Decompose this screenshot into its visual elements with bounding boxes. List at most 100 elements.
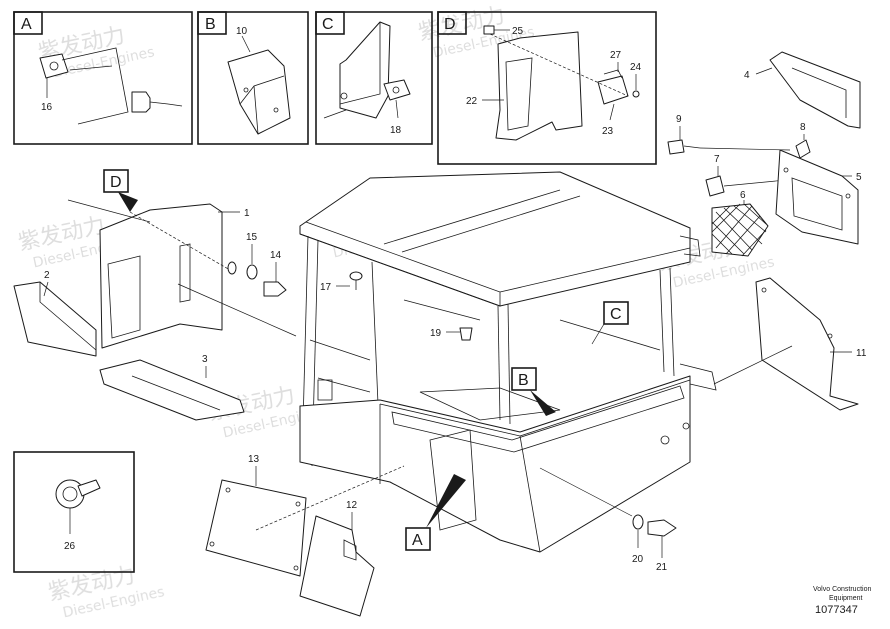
cover-part <box>299 515 375 617</box>
panel-part <box>775 149 859 245</box>
part-number-9: 9 <box>676 114 682 125</box>
part-number-3: 3 <box>202 354 208 365</box>
detail-box-b: B 10 <box>197 11 309 145</box>
plate-hole <box>209 541 215 547</box>
axis-line <box>69 65 113 71</box>
callout-frame <box>103 169 129 193</box>
bolt-head <box>62 486 78 502</box>
bracket-edge <box>339 22 381 105</box>
latch-part <box>597 75 629 105</box>
mirror-bracket <box>679 363 717 391</box>
roof-edge <box>299 221 501 307</box>
footer: Volvo Construction Equipment 1077347 <box>813 586 871 616</box>
part-17-screw: 17 <box>320 271 363 293</box>
part-3-duct: 3 <box>99 354 245 421</box>
cab-pillar <box>669 267 675 377</box>
mesh-grid <box>711 203 767 257</box>
cover-part <box>227 49 291 135</box>
roof-edge <box>499 247 691 293</box>
detail-frame <box>13 11 193 145</box>
cab-assembly <box>299 171 717 553</box>
detail-frame <box>13 451 135 573</box>
detail-frame <box>315 11 433 145</box>
callout-letter-d: D <box>110 174 122 191</box>
cover-slot <box>343 539 357 561</box>
brand-line-1: Volvo Construction <box>813 586 871 593</box>
cab-pillar <box>659 269 665 373</box>
part-12-cover: 12 <box>299 500 375 617</box>
rear-rail <box>403 299 481 321</box>
detail-box-d: D 25 22 23 27 24 <box>437 11 657 165</box>
panel-hole <box>761 287 767 293</box>
part-number-22: 22 <box>466 96 478 107</box>
cover-hole <box>243 87 249 93</box>
callout-a: A <box>405 474 466 551</box>
axis-line <box>323 109 347 119</box>
part-19-plug: 19 <box>430 327 473 341</box>
fasteners-20-21: 20 21 <box>539 467 677 573</box>
part-number-14: 14 <box>270 250 282 261</box>
screw-part <box>263 281 287 297</box>
callout-d: D <box>103 169 138 212</box>
fasteners-14-15: 15 14 <box>227 232 287 297</box>
front-rail <box>559 319 661 351</box>
part-number-5: 5 <box>856 172 862 183</box>
cap-part <box>795 139 811 159</box>
body-edge <box>519 435 541 553</box>
axis-line <box>255 465 405 531</box>
axis-line <box>167 103 183 107</box>
axis-line <box>699 147 791 151</box>
callout-letter-c: C <box>610 306 622 323</box>
roof-seam <box>383 189 561 245</box>
clip-hole <box>49 61 59 71</box>
cab-lower-body <box>299 375 691 553</box>
callout-arrow <box>530 390 556 416</box>
axis-line <box>539 467 633 517</box>
detail-label-frame <box>437 11 467 35</box>
screw-part <box>349 271 363 281</box>
detail-letter-c: C <box>322 16 334 33</box>
side-rail <box>309 339 371 361</box>
panel-hole <box>783 167 789 173</box>
bracket-part <box>339 21 391 119</box>
roof-seam <box>401 195 581 253</box>
panel-recess <box>791 177 843 231</box>
detail-label-frame <box>13 11 43 35</box>
part-number-4: 4 <box>744 70 750 81</box>
flange-bolt-part <box>55 479 85 509</box>
bolt-part <box>647 519 677 537</box>
dash-frame <box>391 385 685 453</box>
body-edge <box>379 379 691 437</box>
light-bracket <box>679 235 701 257</box>
callout-arrow <box>426 474 466 528</box>
cover-crease <box>253 85 259 135</box>
panel-edge <box>61 47 129 125</box>
panel-recess <box>107 255 141 339</box>
axis-line <box>723 179 787 187</box>
detail-frame <box>437 11 657 165</box>
part-number-7: 7 <box>714 154 720 165</box>
washer-part <box>227 261 237 275</box>
part-number-17: 17 <box>320 282 332 293</box>
lamp-part <box>667 139 685 155</box>
body-hole <box>682 422 690 430</box>
plate-hole <box>225 487 231 493</box>
callout-letter-b: B <box>518 372 529 389</box>
brand-line-2: Equipment <box>829 595 863 602</box>
leader-10 <box>241 35 251 53</box>
part-number-25: 25 <box>512 26 524 37</box>
detail-label-frame <box>315 11 345 35</box>
part-number-19: 19 <box>430 328 442 339</box>
bracket-edge <box>39 282 97 351</box>
mesh-part <box>711 203 769 257</box>
cab-pillar <box>507 303 511 425</box>
console <box>429 429 477 531</box>
detail-letter-b: B <box>205 16 216 33</box>
leader-4 <box>755 67 773 75</box>
callout-frame <box>405 527 431 551</box>
part-11-side-panel: 11 <box>713 277 867 411</box>
callout-leader <box>591 323 605 345</box>
duct-part <box>99 359 245 421</box>
detail-box-26: 26 <box>13 451 135 573</box>
